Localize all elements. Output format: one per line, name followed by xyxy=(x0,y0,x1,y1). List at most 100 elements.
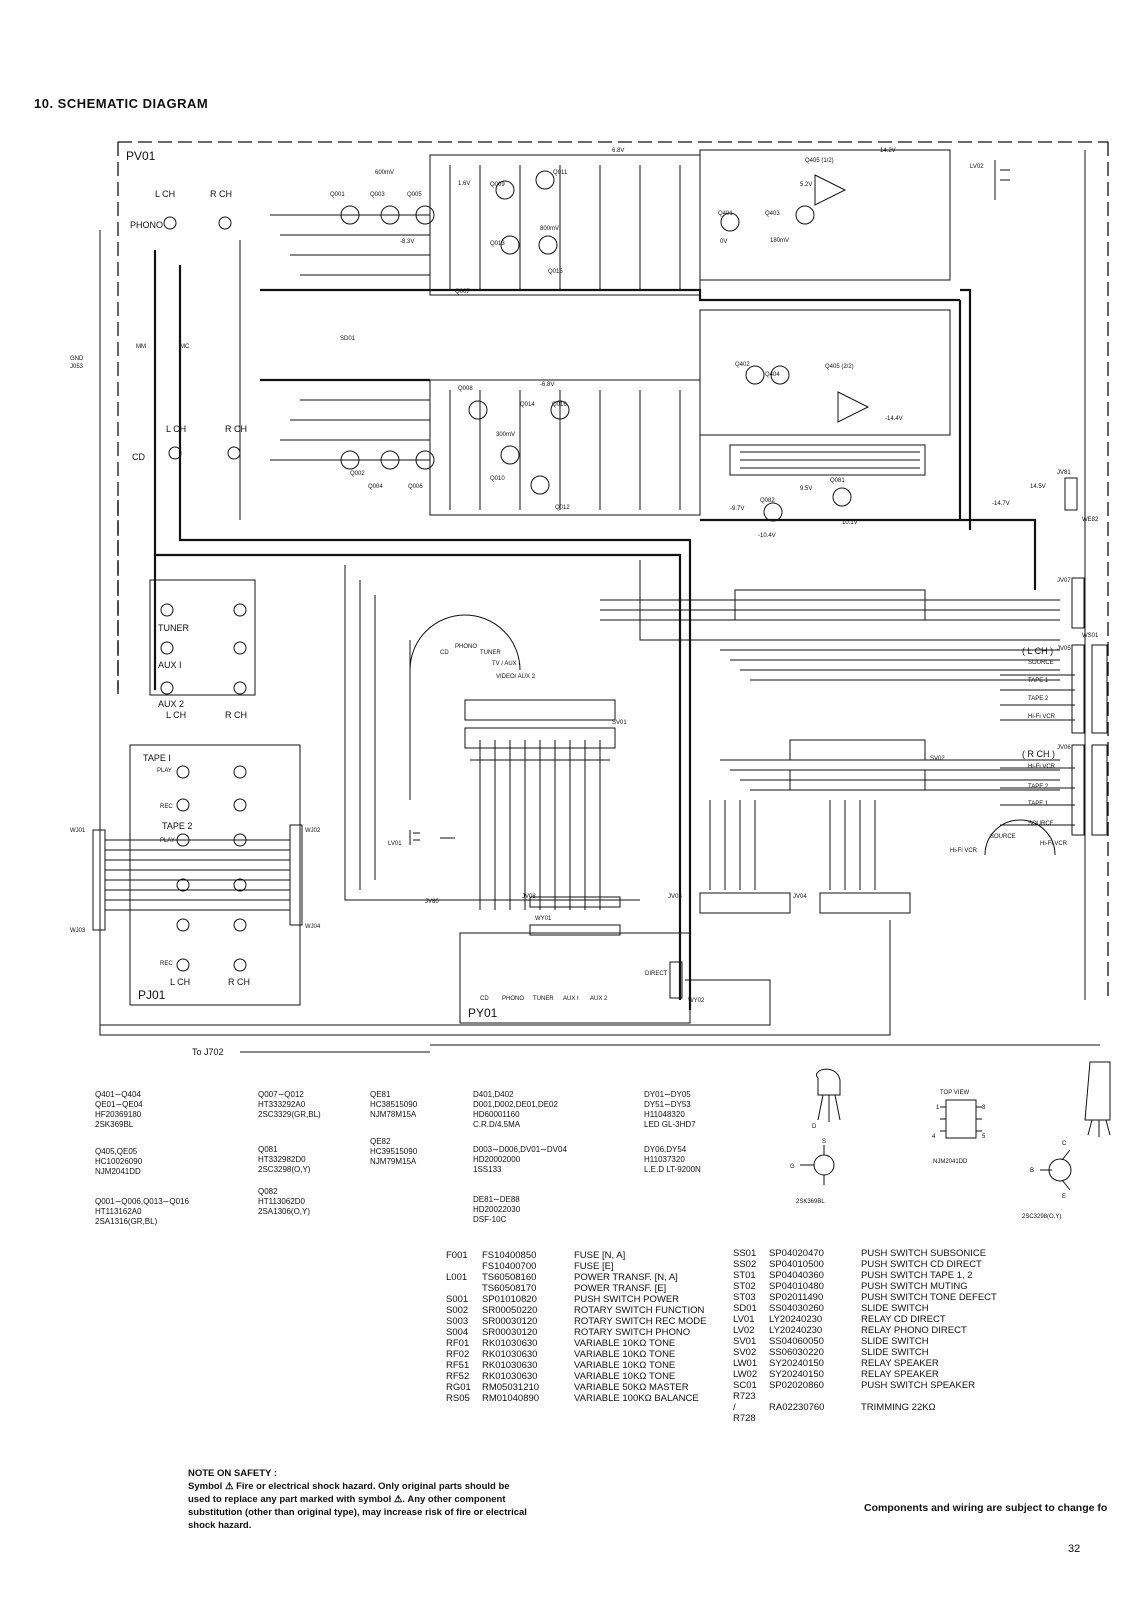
bjt-pin-b: B xyxy=(1030,1168,1034,1174)
led-label-cd: CD xyxy=(480,996,489,1002)
part-ref: RG01 xyxy=(446,1382,471,1393)
bjt-name-label: 2SC3298(O,Y) xyxy=(1022,1214,1061,1220)
label-right-lch: ( L CH ) xyxy=(1022,646,1053,656)
label-cd: CD xyxy=(132,452,145,462)
part-code: SS04060050 xyxy=(769,1336,824,1347)
part-desc: VARIABLE 10KΩ TONE xyxy=(574,1349,676,1360)
part-code: LY20240230 xyxy=(769,1314,823,1325)
q013-label: Q013 xyxy=(490,241,505,247)
label-sd01: SD01 xyxy=(340,336,356,342)
part-code: SP04010500 xyxy=(769,1259,824,1270)
label-mm: MM xyxy=(136,344,146,350)
part-ref: RF51 xyxy=(446,1360,470,1371)
part-ref: RF01 xyxy=(446,1338,470,1349)
part-code xyxy=(769,1391,861,1402)
q007-label: Q007 xyxy=(455,289,470,295)
conn-wj04-left: WJ04 xyxy=(305,924,321,930)
label-play-2: PLAY xyxy=(160,838,175,844)
label-right-l-0: SOURCE xyxy=(1028,660,1054,666)
lower-amp-section xyxy=(260,378,701,516)
part-desc: RELAY SPEAKER xyxy=(861,1358,939,1369)
q009-label: Q009 xyxy=(490,182,505,188)
label-sv01: SV01 xyxy=(612,720,627,726)
part-ref: R728 xyxy=(733,1413,756,1424)
part-code: SP04010480 xyxy=(769,1281,824,1292)
part-code xyxy=(769,1413,861,1424)
page-title: 10. SCHEMATIC DIAGRAM xyxy=(34,96,209,111)
board-label-pj01: PJ01 xyxy=(138,988,166,1002)
part-code: SP02011490 xyxy=(769,1292,824,1303)
q011-label: Q011 xyxy=(553,170,568,176)
fet-name-label: 2SK369BL xyxy=(796,1199,825,1205)
voltage-800mv: 800mV xyxy=(540,226,559,232)
label-lch-tape: L CH xyxy=(170,977,190,987)
part-desc: FUSE [N, A] xyxy=(574,1250,626,1261)
q004-label: Q004 xyxy=(368,484,383,490)
ic-pin-1: 1 xyxy=(936,1105,940,1111)
top-view-label: TOP VIEW xyxy=(940,1090,969,1096)
part-desc: TRIMMING 22KΩ xyxy=(861,1402,936,1413)
part-desc: ROTARY SWITCH PHONO xyxy=(574,1327,691,1338)
label-rch-aux: R CH xyxy=(225,710,247,720)
page-number: 32 xyxy=(1068,1543,1081,1555)
safety-body: Symbol ⚠ Fire or electrical shock hazard… xyxy=(188,1481,527,1531)
part-code: SR00030120 xyxy=(482,1316,538,1327)
label-sv01-phono: PHONO xyxy=(455,644,477,650)
part-desc: SLIDE SWITCH xyxy=(861,1303,929,1314)
part-code: LY20240230 xyxy=(769,1325,823,1336)
footer-note: Components and wiring are subject to cha… xyxy=(864,1502,1108,1514)
part-desc: VARIABLE 50KΩ MASTER xyxy=(574,1382,689,1393)
label-rec-1: REC xyxy=(160,804,173,810)
led-label-aux2: AUX 2 xyxy=(590,996,608,1002)
conn-wj02-left: WJ02 xyxy=(305,828,321,834)
label-rec-2: REC xyxy=(160,961,173,967)
label-rch-cd: R CH xyxy=(225,424,247,434)
conn-jv08: JV08 xyxy=(522,894,536,900)
fet-pin-d: D xyxy=(812,1124,817,1130)
q015-label: Q015 xyxy=(548,269,563,275)
conn-jv80: JV80 xyxy=(425,899,439,905)
label-phono: PHONO xyxy=(130,220,163,230)
part-ref: RF52 xyxy=(446,1371,470,1382)
sv01-switch xyxy=(409,614,616,910)
bottom-connectors xyxy=(100,892,911,1026)
q403-label: Q403 xyxy=(765,211,780,217)
conn-lv01: LV01 xyxy=(388,841,402,847)
device-symbols xyxy=(800,1061,1111,1191)
upper-amp-section xyxy=(260,154,960,302)
conn-ws01: WS01 xyxy=(1082,633,1099,639)
part-desc: VARIABLE 10KΩ TONE xyxy=(574,1338,676,1349)
part-ref: S002 xyxy=(446,1305,469,1316)
label-gnd: GND xyxy=(70,356,84,362)
label-tape2: TAPE 2 xyxy=(162,821,192,831)
voltage-neg6-8: -6.8V xyxy=(540,382,554,388)
voltage-180mv: 180mV xyxy=(770,238,789,244)
fet-pin-s: S xyxy=(822,1139,826,1145)
semi-block-d003: D003∼D006,DV01∼DV04 HD20002000 1SS133 xyxy=(473,1145,567,1174)
part-code: SS04030260 xyxy=(769,1303,824,1314)
voltage-neg8-3: -8.3V xyxy=(400,239,414,245)
left-input-jacks xyxy=(149,216,256,696)
semi-block-dy01: DY01∼DY05 DY51∼DY53 H11048320 LED GL-3HD… xyxy=(644,1090,696,1129)
q405a-label: Q405 (1/2) xyxy=(805,158,834,164)
label-sv02-source: SOURCE xyxy=(990,834,1016,840)
part-ref: ST01 xyxy=(733,1270,756,1281)
part-row: R728 xyxy=(733,1413,997,1424)
part-desc: POWER TRANSF. [E] xyxy=(574,1283,667,1294)
part-desc: PUSH SWITCH TONE DEFECT xyxy=(861,1292,997,1303)
fet-pin-g: G xyxy=(790,1164,795,1170)
safety-note: NOTE ON SAFETY : Symbol ⚠ Fire or electr… xyxy=(188,1467,528,1532)
part-desc: RELAY PHONO DIRECT xyxy=(861,1325,967,1336)
part-desc: PUSH SWITCH MUTING xyxy=(861,1281,968,1292)
semi-block-q001: Q001∼Q006,Q013∼Q016 HT113162A0 2SA1316(G… xyxy=(95,1197,189,1226)
part-row: R723 xyxy=(733,1391,997,1402)
